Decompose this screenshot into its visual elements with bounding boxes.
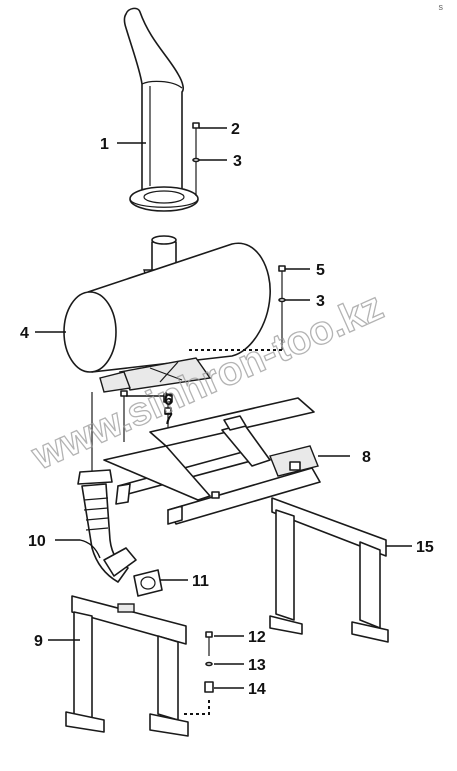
upper-bolt-and-washer [192, 122, 200, 196]
right-bolt-and-washer [188, 265, 286, 351]
support-frame [103, 397, 321, 525]
callout-7: 7 [164, 411, 173, 428]
exhaust-stack-pipe [123, 7, 199, 212]
flex-pipe [77, 392, 137, 583]
callout-1: 1 [100, 136, 109, 153]
callout-9: 9 [34, 633, 43, 650]
stand-left [65, 595, 189, 737]
callout-3-right: 3 [316, 293, 325, 310]
callout-3-upper: 3 [233, 153, 242, 170]
leader-lines [35, 127, 412, 689]
callout-2: 2 [231, 121, 240, 138]
callout-8: 8 [362, 449, 371, 466]
callout-numbers: 1 2 3 5 3 4 6 7 8 10 11 9 12 13 14 15 [20, 121, 434, 698]
stand-right [269, 497, 389, 643]
callout-12: 12 [248, 629, 266, 646]
muffler [63, 235, 271, 393]
callout-5: 5 [316, 262, 325, 279]
callout-6: 6 [164, 392, 173, 409]
callout-13: 13 [248, 657, 266, 674]
callout-15: 15 [416, 539, 434, 556]
callout-14: 14 [248, 681, 266, 698]
stand-fasteners [182, 631, 214, 715]
callout-10: 10 [28, 533, 46, 550]
callout-11: 11 [192, 573, 209, 590]
corner-mark: s [438, 2, 444, 12]
gasket [133, 569, 163, 597]
callout-4: 4 [20, 325, 29, 342]
